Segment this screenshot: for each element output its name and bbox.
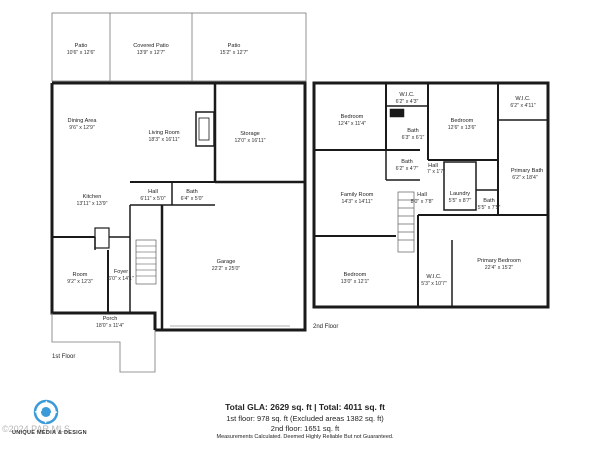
measurement-note: Measurements Calculated. Deemed Highly R…	[216, 434, 394, 440]
wic-bottom-name: W.I.C.	[426, 274, 442, 280]
wic-top-name: W.I.C.	[399, 92, 415, 98]
first-floor-plan	[50, 12, 307, 373]
dining-name: Dining Area	[68, 118, 98, 124]
bedroom-ne-dim: 12'6" x 13'6"	[448, 125, 477, 131]
room-name: Room	[73, 272, 88, 278]
primary-bath-name: Primary Bath	[511, 168, 543, 174]
bath-mid-dim: 6'2" x 4'7"	[396, 166, 419, 172]
laundry-name: Laundry	[450, 191, 470, 197]
second-floor-label: 2nd Floor	[313, 324, 338, 330]
bedroom-nw-dim: 12'4" x 11'4"	[338, 121, 366, 127]
kitchen-name: Kitchen	[83, 194, 102, 200]
second-floor-labels: Bedroom 12'4" x 11'4" W.I.C. 6'2" x 4'3"…	[313, 92, 543, 330]
covered-patio-dim: 13'9" x 12'7"	[137, 50, 166, 56]
patio-right-dim: 15'2" x 12'7"	[220, 50, 249, 56]
primary-bedroom-dim: 22'4" x 15'2"	[485, 265, 514, 271]
mls-watermark: ©2024 PAR MLS	[2, 424, 70, 434]
first-floor-area: 1st floor: 978 sq. ft (Excluded areas 13…	[226, 414, 384, 423]
hall-name-2f: Hall	[417, 192, 427, 198]
foyer-dim: 6'0" x 14'1"	[108, 276, 134, 282]
family-name: Family Room	[341, 192, 374, 198]
porch-name: Porch	[103, 316, 118, 322]
garage-name: Garage	[217, 259, 236, 265]
bath-dim: 6'4" x 5'0"	[181, 196, 204, 202]
laundry-dim: 5'5" x 8'7"	[449, 198, 472, 204]
second-floor-area: 2nd floor: 1651 sq. ft	[270, 424, 340, 433]
bedroom-ne-name: Bedroom	[451, 118, 474, 124]
hall-name: Hall	[148, 189, 158, 195]
bath-mid-name: Bath	[401, 159, 413, 165]
patio-left-name: Patio	[75, 43, 88, 49]
living-name: Living Room	[148, 130, 179, 136]
dining-dim: 9'6" x 12'9"	[69, 125, 95, 131]
wic-right-name: W.I.C.	[515, 96, 531, 102]
wic-right-dim: 6'2" x 4'11"	[510, 103, 535, 109]
patio-left-dim: 10'6" x 12'6"	[67, 50, 96, 56]
storage-dim: 12'0" x 16'11"	[235, 138, 266, 144]
bath-top-dim: 6'3" x 6'1"	[402, 135, 425, 141]
bath-right-name: Bath	[483, 198, 495, 204]
bath-name: Bath	[186, 189, 198, 195]
brand-name: UNIQUE MEDIA & DESIGN	[12, 430, 87, 436]
brand-logo-icon	[33, 399, 59, 425]
room-dim: 9'2" x 12'3"	[67, 279, 93, 285]
wic-bottom-dim: 5'3" x 10'7"	[421, 281, 447, 287]
bath-right-dim: 5'5" x 7'5"	[478, 205, 501, 211]
bath-top-name: Bath	[407, 128, 419, 134]
first-floor-labels: Patio 10'6" x 12'6" Covered Patio 13'9" …	[52, 43, 266, 360]
first-floor-label: 1st Floor	[52, 354, 75, 360]
bedroom-nw-name: Bedroom	[341, 114, 364, 120]
covered-patio-name: Covered Patio	[133, 43, 168, 49]
porch-dim: 18'0" x 11'4"	[96, 323, 124, 329]
second-floor-plan	[312, 81, 550, 309]
living-dim: 18'3" x 16'11"	[149, 137, 180, 143]
garage-dim: 22'2" x 25'0"	[212, 266, 241, 272]
patio-right-name: Patio	[228, 43, 241, 49]
total-area: Total GLA: 2629 sq. ft | Total: 4011 sq.…	[225, 402, 385, 412]
storage-name: Storage	[240, 131, 260, 137]
wic-top-dim: 6'2" x 4'3"	[396, 99, 419, 105]
primary-bedroom-name: Primary Bedroom	[477, 258, 521, 264]
hall-dim: 6'11" x 5'0"	[140, 196, 165, 202]
primary-bath-dim: 6'2" x 18'4"	[512, 175, 538, 181]
family-dim: 14'3" x 14'11"	[342, 199, 373, 205]
patio-area	[51, 12, 307, 82]
bedroom-sw-dim: 13'0" x 12'1"	[341, 279, 370, 285]
foyer-name: Foyer	[114, 269, 128, 275]
kitchen-dim: 13'11" x 13'9"	[77, 201, 108, 207]
hall-small-dim: 7' x 1'7"	[427, 169, 445, 175]
hall-small-name: Hall	[428, 163, 438, 169]
bedroom-sw-name: Bedroom	[344, 272, 367, 278]
hall-dim-2f: 8'0" x 7'8"	[411, 199, 434, 205]
